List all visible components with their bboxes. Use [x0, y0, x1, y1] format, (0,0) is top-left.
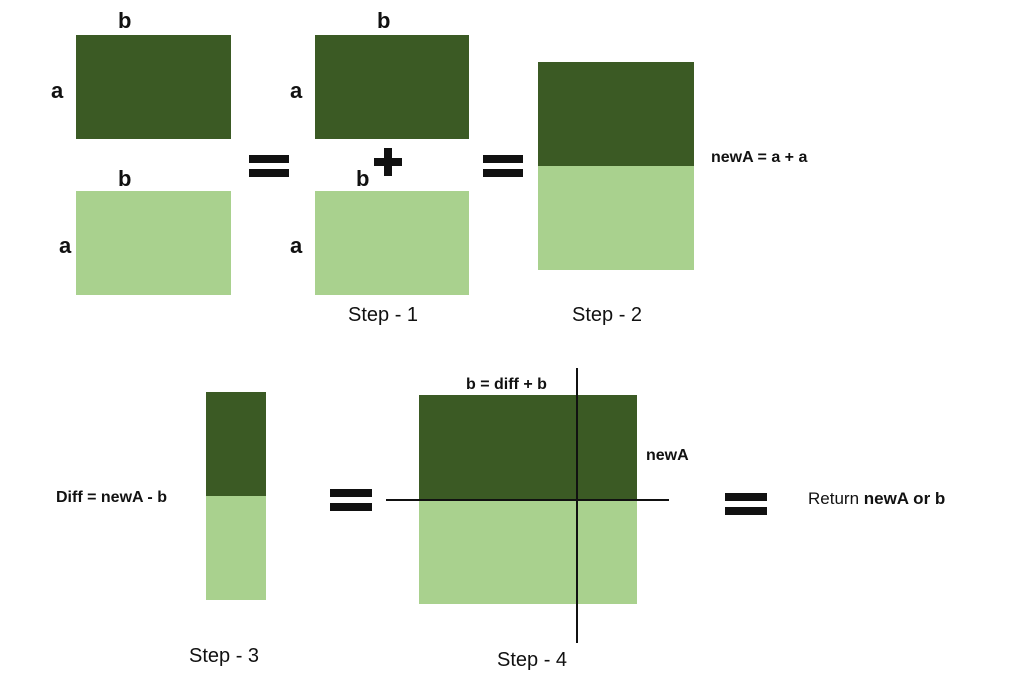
block-a-dark-original	[76, 35, 231, 139]
block-a-dark-step1	[315, 35, 469, 139]
block-newa-light-step4	[419, 500, 637, 604]
label-b-step1-top: b	[377, 8, 391, 33]
label-b-top-left: b	[118, 8, 132, 33]
step-1-caption: Step - 1	[348, 304, 419, 326]
vertical-divider-line	[576, 368, 578, 643]
step-3-caption: Step - 3	[189, 645, 260, 667]
label-b-step1-bottom: b	[356, 166, 370, 191]
label-a-step1-bottom: a	[290, 233, 303, 258]
equals-sign-1	[249, 155, 289, 177]
diff-formula: Diff = newA - b	[56, 489, 167, 506]
return-value: newA or b	[863, 489, 946, 508]
return-prefix: Return	[808, 489, 864, 508]
newa-label: newA	[646, 447, 689, 464]
label-b-bottom-left: b	[118, 166, 132, 191]
newa-formula: newA = a + a	[711, 149, 808, 166]
plus-sign	[374, 148, 402, 176]
equals-sign-4	[725, 493, 767, 515]
label-a-top-left: a	[51, 78, 64, 103]
equals-sign-3	[330, 489, 372, 511]
step-2-caption: Step - 2	[572, 304, 643, 326]
block-diff-light-step3	[206, 496, 266, 600]
return-text: Return newA or b	[808, 490, 945, 507]
block-newa-dark-step2	[538, 62, 694, 166]
label-a-bottom-left: a	[59, 233, 72, 258]
block-b-light-original	[76, 191, 231, 295]
label-a-step1-top: a	[290, 78, 303, 103]
block-diff-dark-step3	[206, 392, 266, 496]
b-formula: b = diff + b	[466, 376, 547, 393]
block-b-light-step1	[315, 191, 469, 295]
block-newa-light-step2	[538, 166, 694, 270]
equals-sign-2	[483, 155, 523, 177]
step-4-caption: Step - 4	[497, 649, 568, 671]
block-newa-dark-step4	[419, 395, 637, 500]
horizontal-divider-line	[386, 499, 669, 501]
